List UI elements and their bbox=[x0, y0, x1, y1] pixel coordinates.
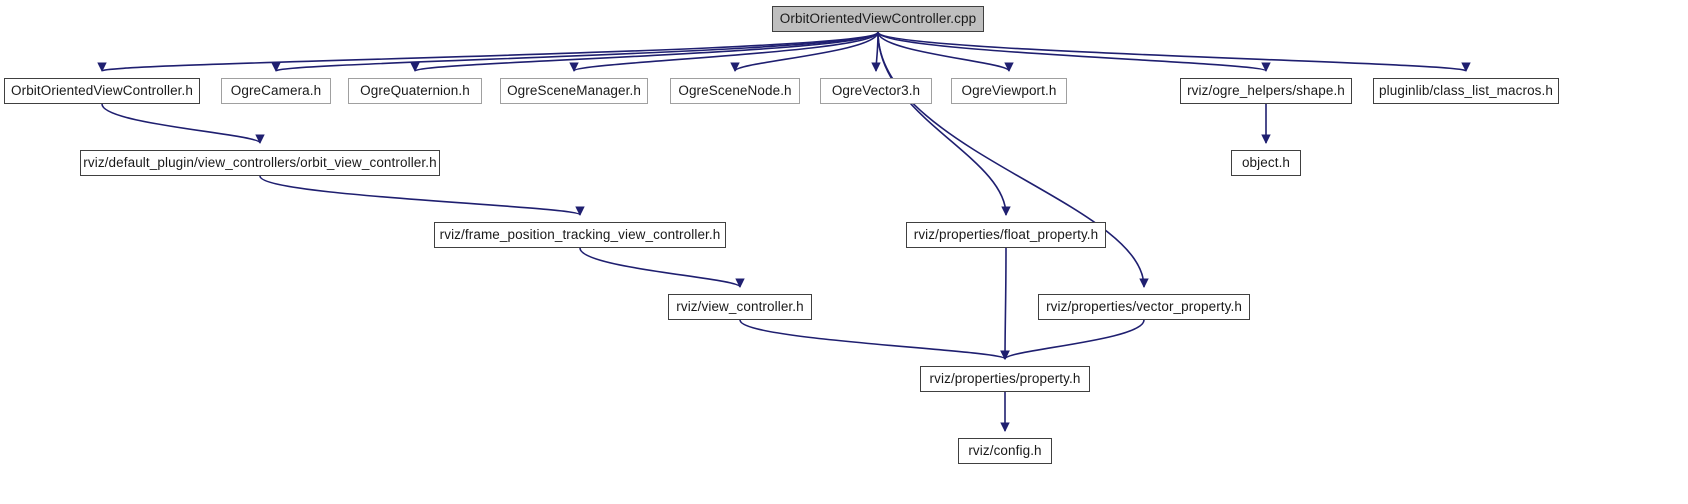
graph-node-shape[interactable]: rviz/ogre_helpers/shape.h bbox=[1180, 78, 1352, 104]
graph-node-orbit_view[interactable]: rviz/default_plugin/view_controllers/orb… bbox=[80, 150, 440, 176]
graph-node-ogre_vector3[interactable]: OgreVector3.h bbox=[820, 78, 932, 104]
graph-node-root[interactable]: OrbitOrientedViewController.cpp bbox=[772, 6, 984, 32]
graph-node-ogre_scenenode[interactable]: OgreSceneNode.h bbox=[670, 78, 800, 104]
graph-node-orbit_oriented[interactable]: OrbitOrientedViewController.h bbox=[4, 78, 200, 104]
graph-node-class_list[interactable]: pluginlib/class_list_macros.h bbox=[1373, 78, 1559, 104]
edge-view_ctrl-to-property bbox=[739, 319, 1010, 360]
graph-node-property[interactable]: rviz/properties/property.h bbox=[920, 366, 1090, 392]
graph-node-vector_prop[interactable]: rviz/properties/vector_property.h bbox=[1038, 294, 1250, 320]
edge-root-to-ogre_camera bbox=[271, 31, 879, 72]
graph-node-float_prop[interactable]: rviz/properties/float_property.h bbox=[906, 222, 1106, 248]
graph-node-config[interactable]: rviz/config.h bbox=[958, 438, 1052, 464]
edge-float_prop-to-property bbox=[1000, 247, 1010, 360]
graph-node-ogre_viewport[interactable]: OgreViewport.h bbox=[951, 78, 1067, 104]
graph-node-ogre_quaternion[interactable]: OgreQuaternion.h bbox=[348, 78, 482, 104]
graph-node-object[interactable]: object.h bbox=[1231, 150, 1301, 176]
graph-node-view_ctrl[interactable]: rviz/view_controller.h bbox=[668, 294, 812, 320]
edge-vector_prop-to-property bbox=[1000, 319, 1145, 360]
edge-root-to-ogre_quaternion bbox=[410, 31, 879, 72]
edge-root-to-ogre_scenemgr bbox=[569, 31, 879, 72]
edge-root-to-float_prop bbox=[877, 31, 1011, 216]
edge-orbit_view-to-frame_pos bbox=[259, 175, 585, 216]
edge-root-to-orbit_oriented bbox=[97, 31, 879, 72]
edge-root-to-shape bbox=[877, 31, 1271, 72]
edge-root-to-ogre_scenenode bbox=[730, 31, 879, 72]
edge-orbit_oriented-to-orbit_view bbox=[101, 103, 265, 144]
edge-root-to-ogre_vector3 bbox=[871, 31, 881, 72]
graph-node-frame_pos[interactable]: rviz/frame_position_tracking_view_contro… bbox=[434, 222, 726, 248]
edge-root-to-ogre_viewport bbox=[877, 31, 1014, 72]
graph-node-ogre_camera[interactable]: OgreCamera.h bbox=[221, 78, 331, 104]
graph-node-ogre_scenemgr[interactable]: OgreSceneManager.h bbox=[500, 78, 648, 104]
edge-root-to-class_list bbox=[877, 31, 1471, 72]
edge-frame_pos-to-view_ctrl bbox=[579, 247, 745, 288]
edge-root-to-vector_prop bbox=[877, 31, 1149, 288]
